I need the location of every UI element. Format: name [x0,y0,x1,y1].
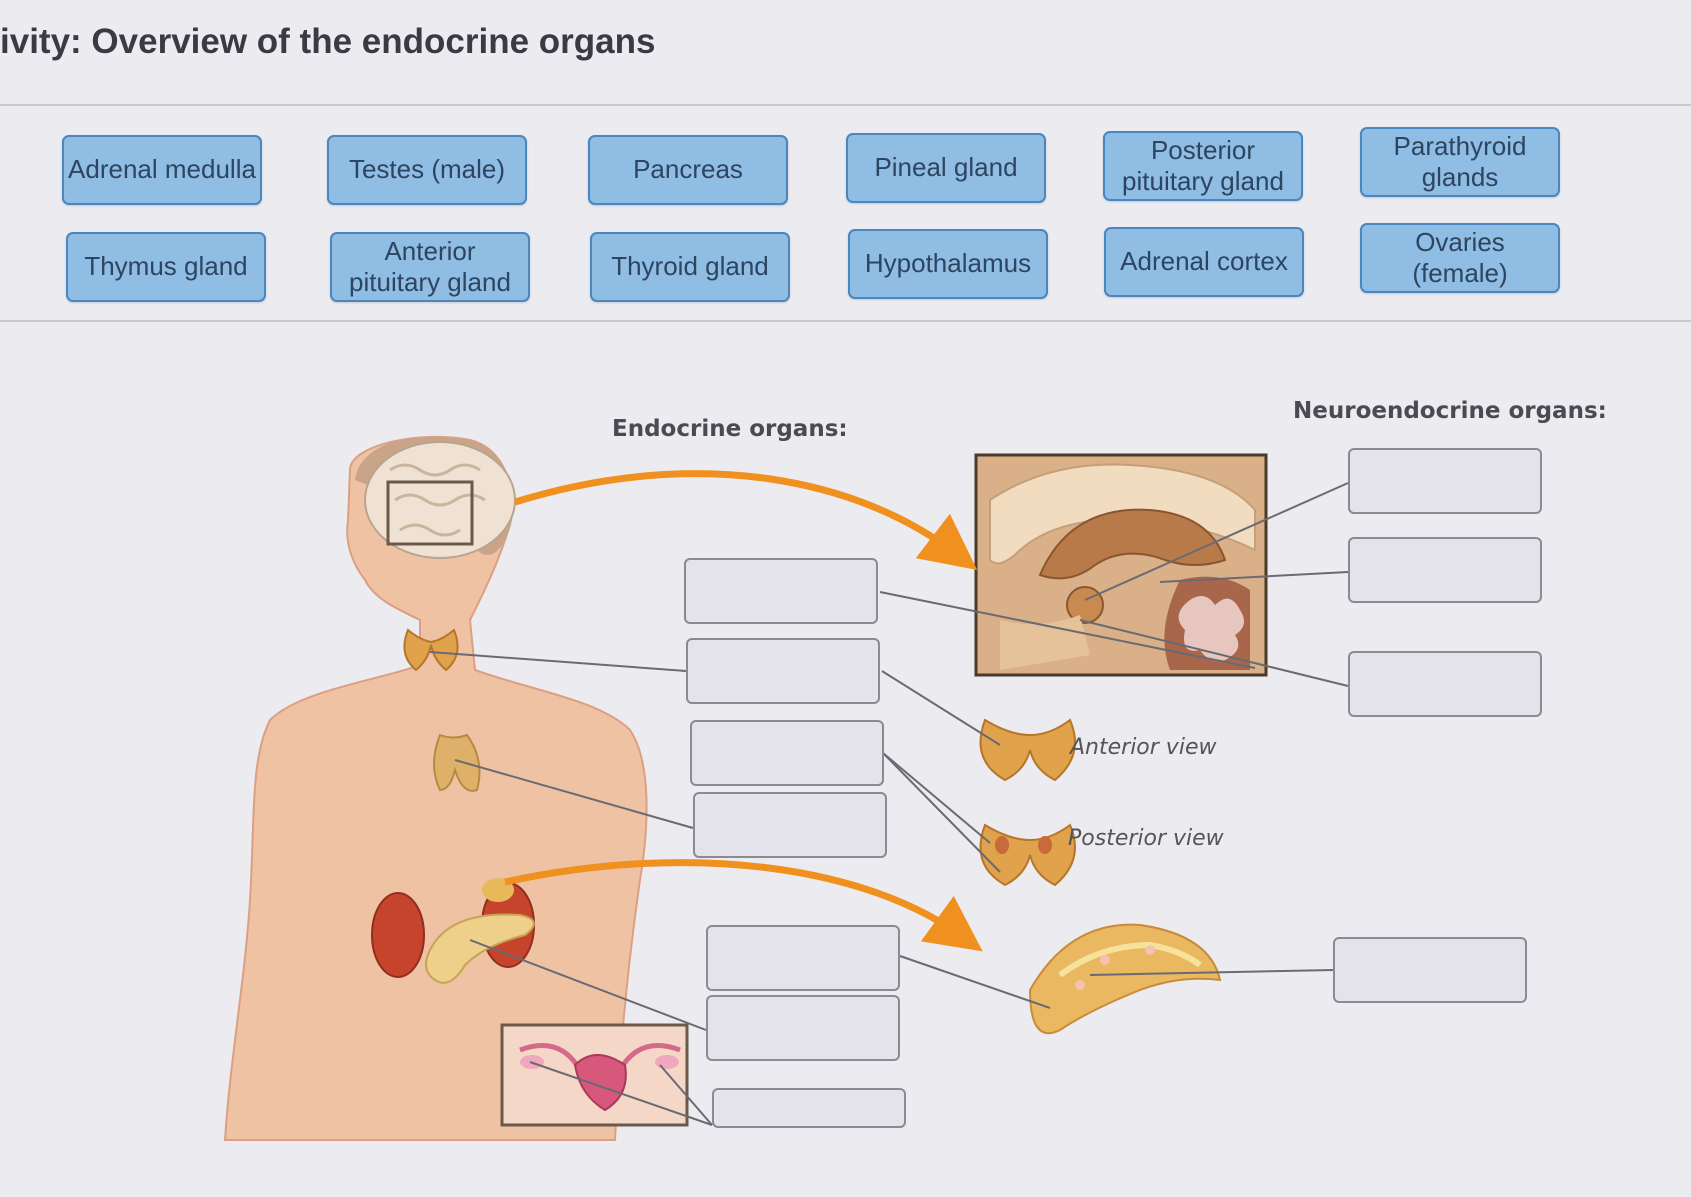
page-title: ivity: Overview of the endocrine organs [0,22,656,61]
drop-target-endocrine-1[interactable] [684,558,878,624]
chip-posterior-pituitary[interactable]: Posterior pituitary gland [1103,131,1303,201]
drop-target-endocrine-6[interactable] [706,995,900,1061]
chip-thyroid[interactable]: Thyroid gland [590,232,790,302]
thyroid-views [979,718,1076,887]
drop-target-neuroendocrine-1[interactable] [1348,448,1542,514]
chip-parathyroid[interactable]: Parathyroid glands [1360,127,1560,197]
anterior-view-caption: Anterior view [1070,735,1217,760]
chip-adrenal-cortex[interactable]: Adrenal cortex [1104,227,1304,297]
chip-pineal-gland[interactable]: Pineal gland [846,133,1046,203]
chip-adrenal-medulla[interactable]: Adrenal medulla [62,135,262,205]
human-body-figure [223,435,689,1141]
leader-lines [429,482,1349,1126]
drop-target-endocrine-5[interactable] [706,925,900,991]
pancreas-arrow [504,859,983,952]
chip-ovaries[interactable]: Ovaries (female) [1360,223,1560,293]
brain-arrow [513,470,978,571]
drop-target-endocrine-3[interactable] [690,720,884,786]
drop-target-endocrine-2[interactable] [686,638,880,704]
drop-target-neuroendocrine-4[interactable] [1333,937,1527,1003]
chip-pancreas[interactable]: Pancreas [588,135,788,205]
chip-thymus[interactable]: Thymus gland [66,232,266,302]
posterior-view-caption: Posterior view [1068,826,1224,851]
brain-sagittal-inset [974,453,1268,677]
endocrine-organs-label: Endocrine organs: [612,416,848,442]
drop-target-endocrine-4[interactable] [693,792,887,858]
bank-divider [0,320,1691,322]
drop-target-neuroendocrine-3[interactable] [1348,651,1542,717]
header-divider [0,104,1691,106]
drop-target-neuroendocrine-2[interactable] [1348,537,1542,603]
chip-hypothalamus[interactable]: Hypothalamus [848,229,1048,299]
neuroendocrine-organs-label: Neuroendocrine organs: [1293,398,1607,424]
drop-target-endocrine-7[interactable] [712,1088,906,1128]
chip-testes[interactable]: Testes (male) [327,135,527,205]
pancreas-enlarged [1028,923,1222,1035]
chip-anterior-pituitary[interactable]: Anterior pituitary gland [330,232,530,302]
